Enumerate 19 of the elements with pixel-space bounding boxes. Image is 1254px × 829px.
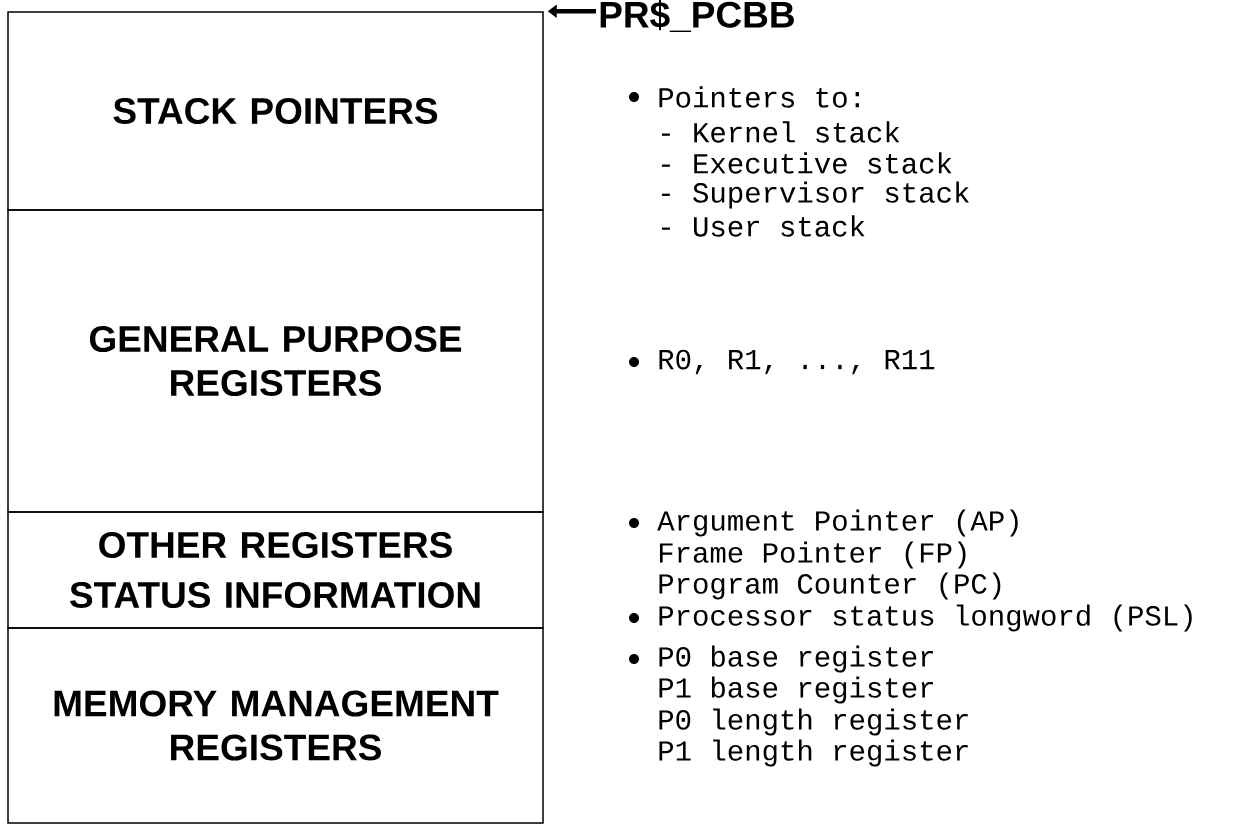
register-block: STACK POINTERS: [7, 11, 544, 211]
list-text: Program Counter (PC): [659, 572, 1001, 600]
register-block: OTHER REGISTERS STATUS INFORMATION: [7, 511, 544, 629]
list-text: R0, R1, ..., R11: [659, 349, 935, 375]
pointer-label: PR$_PCBB: [600, 0, 794, 32]
list-text: Processor status longword (PSL): [659, 604, 1192, 632]
list-text: - User stack: [661, 215, 865, 237]
list-text: Pointers to:: [659, 86, 859, 108]
list-text: Argument Pointer (AP): [657, 509, 1018, 537]
list-text: P0 base register: [659, 645, 933, 673]
list-text: Frame Pointer (FP): [659, 541, 966, 569]
list-text: - Supervisor stack: [661, 181, 969, 209]
list-text: - Executive stack: [661, 152, 952, 174]
register-block: MEMORY MANAGEMENT REGISTERS: [7, 627, 544, 824]
register-block: GENERAL PURPOSE REGISTERS: [7, 209, 544, 513]
list-text: P1 base register: [659, 676, 933, 704]
list-text: - Kernel stack: [661, 121, 900, 143]
list-text: P0 length register: [659, 708, 968, 736]
list-text: P1 length register: [659, 739, 968, 767]
